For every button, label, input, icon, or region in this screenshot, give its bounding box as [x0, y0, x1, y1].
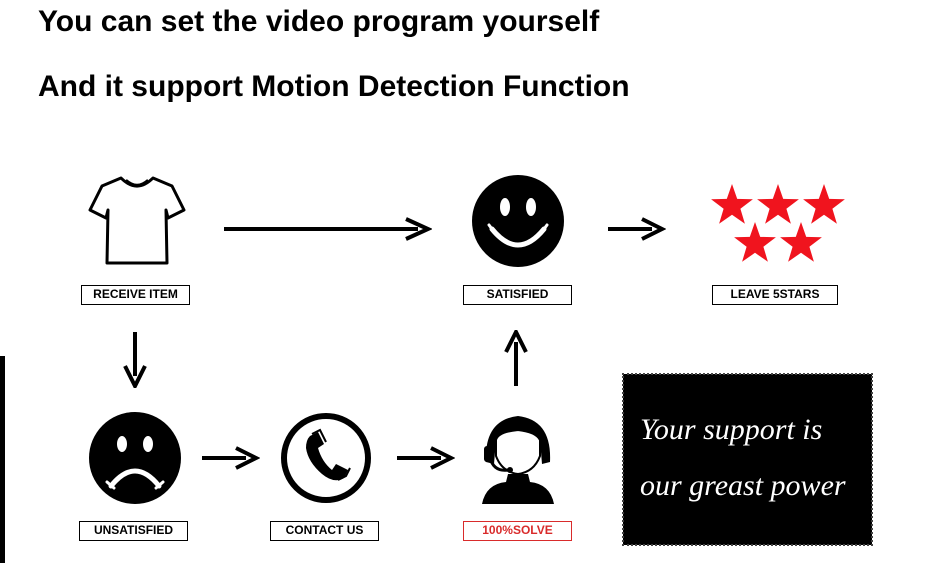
quote-line-2: our greast power — [640, 469, 846, 502]
tshirt-icon — [88, 176, 186, 265]
support-quote-box: Your support is our greast power — [622, 373, 873, 546]
headline-video-program: You can set the video program yourself — [38, 5, 600, 38]
left-edge-line — [0, 356, 5, 563]
label-contact-us: CONTACT US — [270, 521, 379, 541]
phone-icon — [281, 413, 371, 503]
smiley-face-icon — [472, 175, 564, 267]
label-100-solve: 100%SOLVE — [463, 521, 572, 541]
arrow-right-long-icon — [224, 217, 432, 241]
support-agent-icon — [482, 416, 554, 504]
arrow-right-icon — [202, 446, 260, 470]
label-satisfied: SATISFIED — [463, 285, 572, 305]
label-leave-5stars: LEAVE 5STARS — [712, 285, 838, 305]
arrow-right-icon — [608, 217, 666, 241]
label-unsatisfied: UNSATISFIED — [79, 521, 188, 541]
headline-motion-detection: And it support Motion Detection Function — [38, 70, 630, 103]
arrow-down-icon — [123, 332, 147, 388]
five-stars-icon — [711, 184, 845, 262]
quote-line-1: Your support is — [640, 413, 823, 446]
label-receive-item: RECEIVE ITEM — [81, 285, 190, 305]
sad-face-icon — [89, 412, 181, 504]
arrow-right-icon — [397, 446, 455, 470]
arrow-up-icon — [504, 330, 528, 386]
